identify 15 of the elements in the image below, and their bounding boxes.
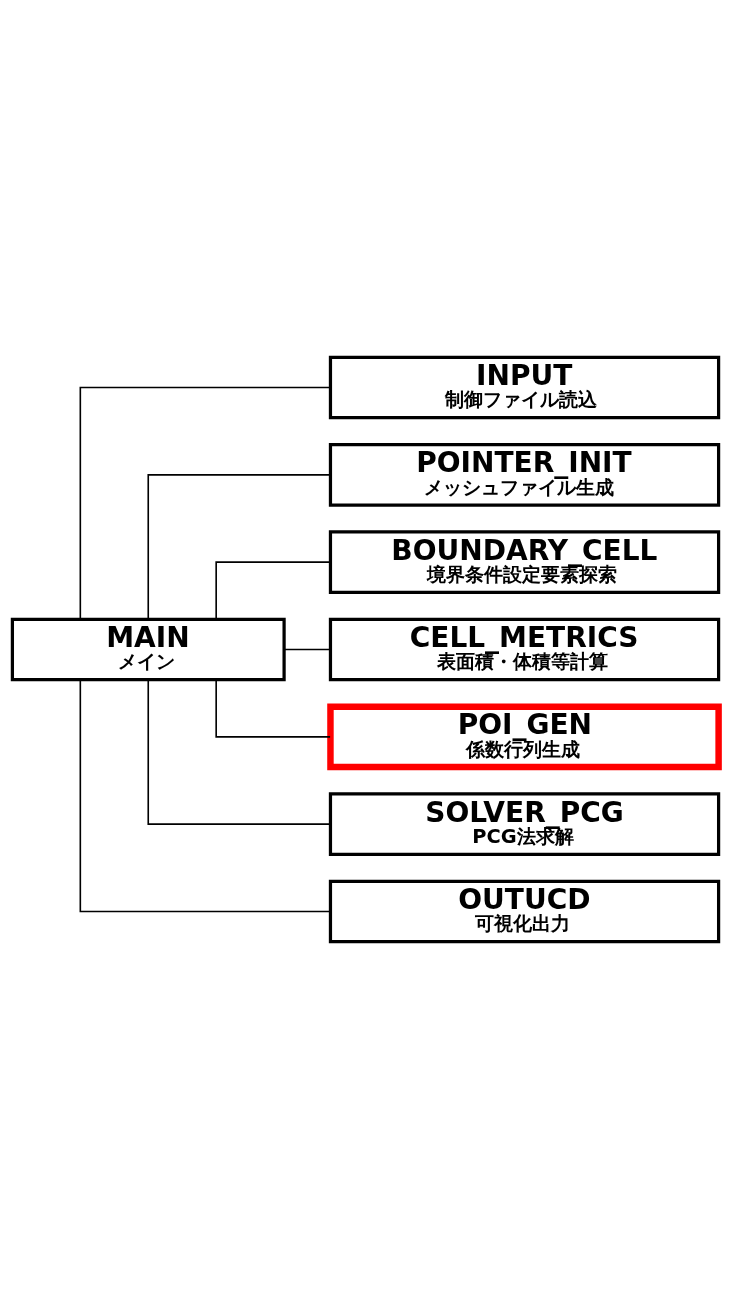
connector bbox=[215, 678, 331, 738]
node-box: POI_GEN 係数行列生成 bbox=[327, 702, 722, 770]
node-box: INPUT 制御ファイル読込 bbox=[328, 355, 721, 419]
connector bbox=[147, 678, 332, 825]
node-box: SOLVER_PCG PCG法求解 bbox=[328, 791, 721, 856]
node-box: OUTUCD 可視化出力 bbox=[328, 879, 721, 943]
connector bbox=[79, 386, 332, 620]
connector bbox=[147, 473, 332, 620]
node-box: POINTER_INIT メッシュファイル生成 bbox=[328, 442, 721, 507]
node-box: BOUNDARY_CELL 境界条件設定要素探索 bbox=[328, 529, 721, 594]
connector bbox=[215, 560, 331, 620]
node-box: MAIN メイン bbox=[10, 617, 286, 681]
node-box: CELL_METRICS 表面積・体積等計算 bbox=[328, 617, 721, 681]
connector bbox=[79, 678, 332, 912]
connector bbox=[283, 648, 332, 650]
